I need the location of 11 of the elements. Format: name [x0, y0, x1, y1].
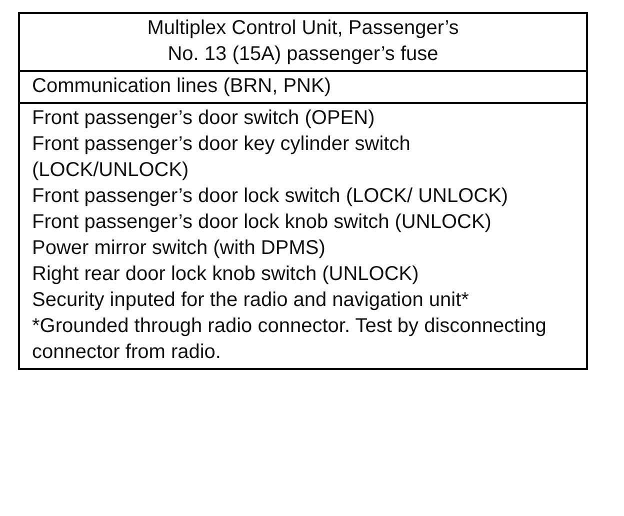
list-item: Front passenger’s door key cylinder switch (LOCK/UNLOCK)	[32, 132, 412, 183]
list-item: Power mirror switch (with DPMS)	[32, 236, 326, 261]
list-item: Front passenger’s door lock knob switch (UNLOCK)	[32, 210, 492, 235]
list-item: Security inputed for the radio and navigation unit*	[32, 288, 470, 313]
list-item: Front passenger’s door switch (OPEN)	[32, 106, 376, 131]
unit-title: Multiplex Control Unit, Passenger’s	[146, 16, 460, 41]
footnote: *Grounded through radio connector. Test by disconnecting connector from radio.	[32, 314, 548, 365]
list-item: Right rear door lock knob switch (UNLOCK)	[32, 262, 420, 287]
list-item: Front passenger’s door lock switch (LOCK/ UNLOCK)	[32, 184, 510, 209]
fuse-label: No. 13 (15A) passenger’s fuse	[166, 42, 440, 67]
table-cell-text: Communication lines (BRN, PNK)	[32, 74, 332, 99]
